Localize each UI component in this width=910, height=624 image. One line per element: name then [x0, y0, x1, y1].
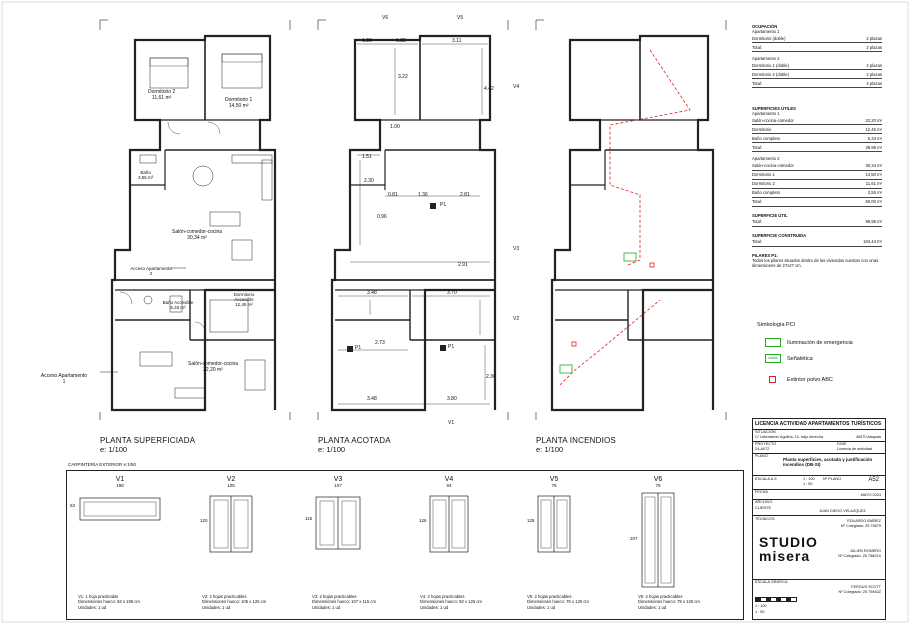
exit-sign-1	[623, 252, 637, 262]
dim: 1.00	[390, 124, 400, 130]
plan-title-2: PLANTA ACOTADA e: 1/100	[318, 436, 391, 454]
plan-incendios	[535, 19, 727, 420]
window-h-v5: 125	[527, 518, 535, 523]
window-tag-v5: V5	[457, 15, 464, 21]
plan-acotada	[317, 19, 509, 420]
dim: 3.80	[447, 396, 457, 402]
dim: 2.36	[486, 374, 496, 380]
window-h-v3: 115	[305, 516, 313, 521]
legend-title: Simbología PCI	[757, 322, 796, 328]
dim: 4.42	[484, 86, 494, 92]
pillar-label: P1	[440, 202, 447, 208]
window-tag-v3: V3	[513, 246, 520, 252]
legend-item-extinguisher: Extintor polvo ABC	[765, 376, 833, 383]
window-h-v1: 63	[70, 503, 76, 508]
scale-bar	[755, 597, 797, 602]
dim: 3.11	[452, 38, 462, 44]
pillar-label: P1	[355, 345, 362, 351]
dim: 0.96	[377, 214, 387, 220]
dim: 3.22	[398, 74, 408, 80]
studio-logo: STUDIO misera	[759, 534, 818, 564]
extinguisher-icon	[769, 376, 776, 383]
dim: 2.91	[458, 262, 468, 268]
window-h-v2: 120	[200, 518, 208, 523]
exit-sign-2	[559, 364, 573, 374]
data-table: OCUPACIÓN Apartamento 1 Dormitorio (dobl…	[752, 24, 882, 268]
pillar-label: P1	[448, 344, 455, 350]
extinguisher-marker	[649, 262, 655, 268]
carpentry-box	[66, 470, 744, 620]
dim: 1.30	[362, 38, 372, 44]
dim: 3.48	[367, 290, 377, 296]
dim: 1.51	[362, 154, 372, 160]
plan-title-1: PLANTA SUPERFICIADA e: 1/100	[100, 436, 196, 454]
dim: 2.73	[375, 340, 385, 346]
label-acceso2: Acceso Apartamento 2	[130, 266, 172, 277]
plan-title-3: PLANTA INCENDIOS e: 1/100	[536, 436, 616, 454]
label-acceso1: Acceso Apartamento 1	[40, 373, 88, 385]
plan-superficiada	[99, 19, 291, 420]
dim: 2.30	[364, 178, 374, 184]
emergency-light-icon	[765, 338, 781, 347]
dim: 3.70	[447, 290, 457, 296]
dim: 1.82	[396, 38, 406, 44]
dim: 2.81	[460, 192, 470, 198]
title-block: LICENCIA ACTIVIDAD APARTAMENTOS TURÍSTIC…	[752, 418, 886, 620]
window-tag-v2: V2	[513, 316, 520, 322]
carpentry-title: CARPINTERÍA EXTERIOR e:1/50	[68, 462, 137, 467]
window-h-v4: 126	[419, 518, 427, 523]
legend-item-sign: salida Señalética	[765, 354, 813, 363]
window-tag-v6: V6	[382, 15, 389, 21]
dim: 0.81	[388, 192, 398, 198]
exit-sign-icon: salida	[765, 354, 781, 363]
window-h-v6: 207	[630, 536, 638, 541]
legend-item-emergency: Iluminación de emergencia	[765, 338, 853, 347]
dim: 3.48	[367, 396, 377, 402]
window-tag-v4: V4	[513, 84, 520, 90]
window-tag-v1: V1	[448, 420, 455, 426]
dim: 1.36	[418, 192, 428, 198]
